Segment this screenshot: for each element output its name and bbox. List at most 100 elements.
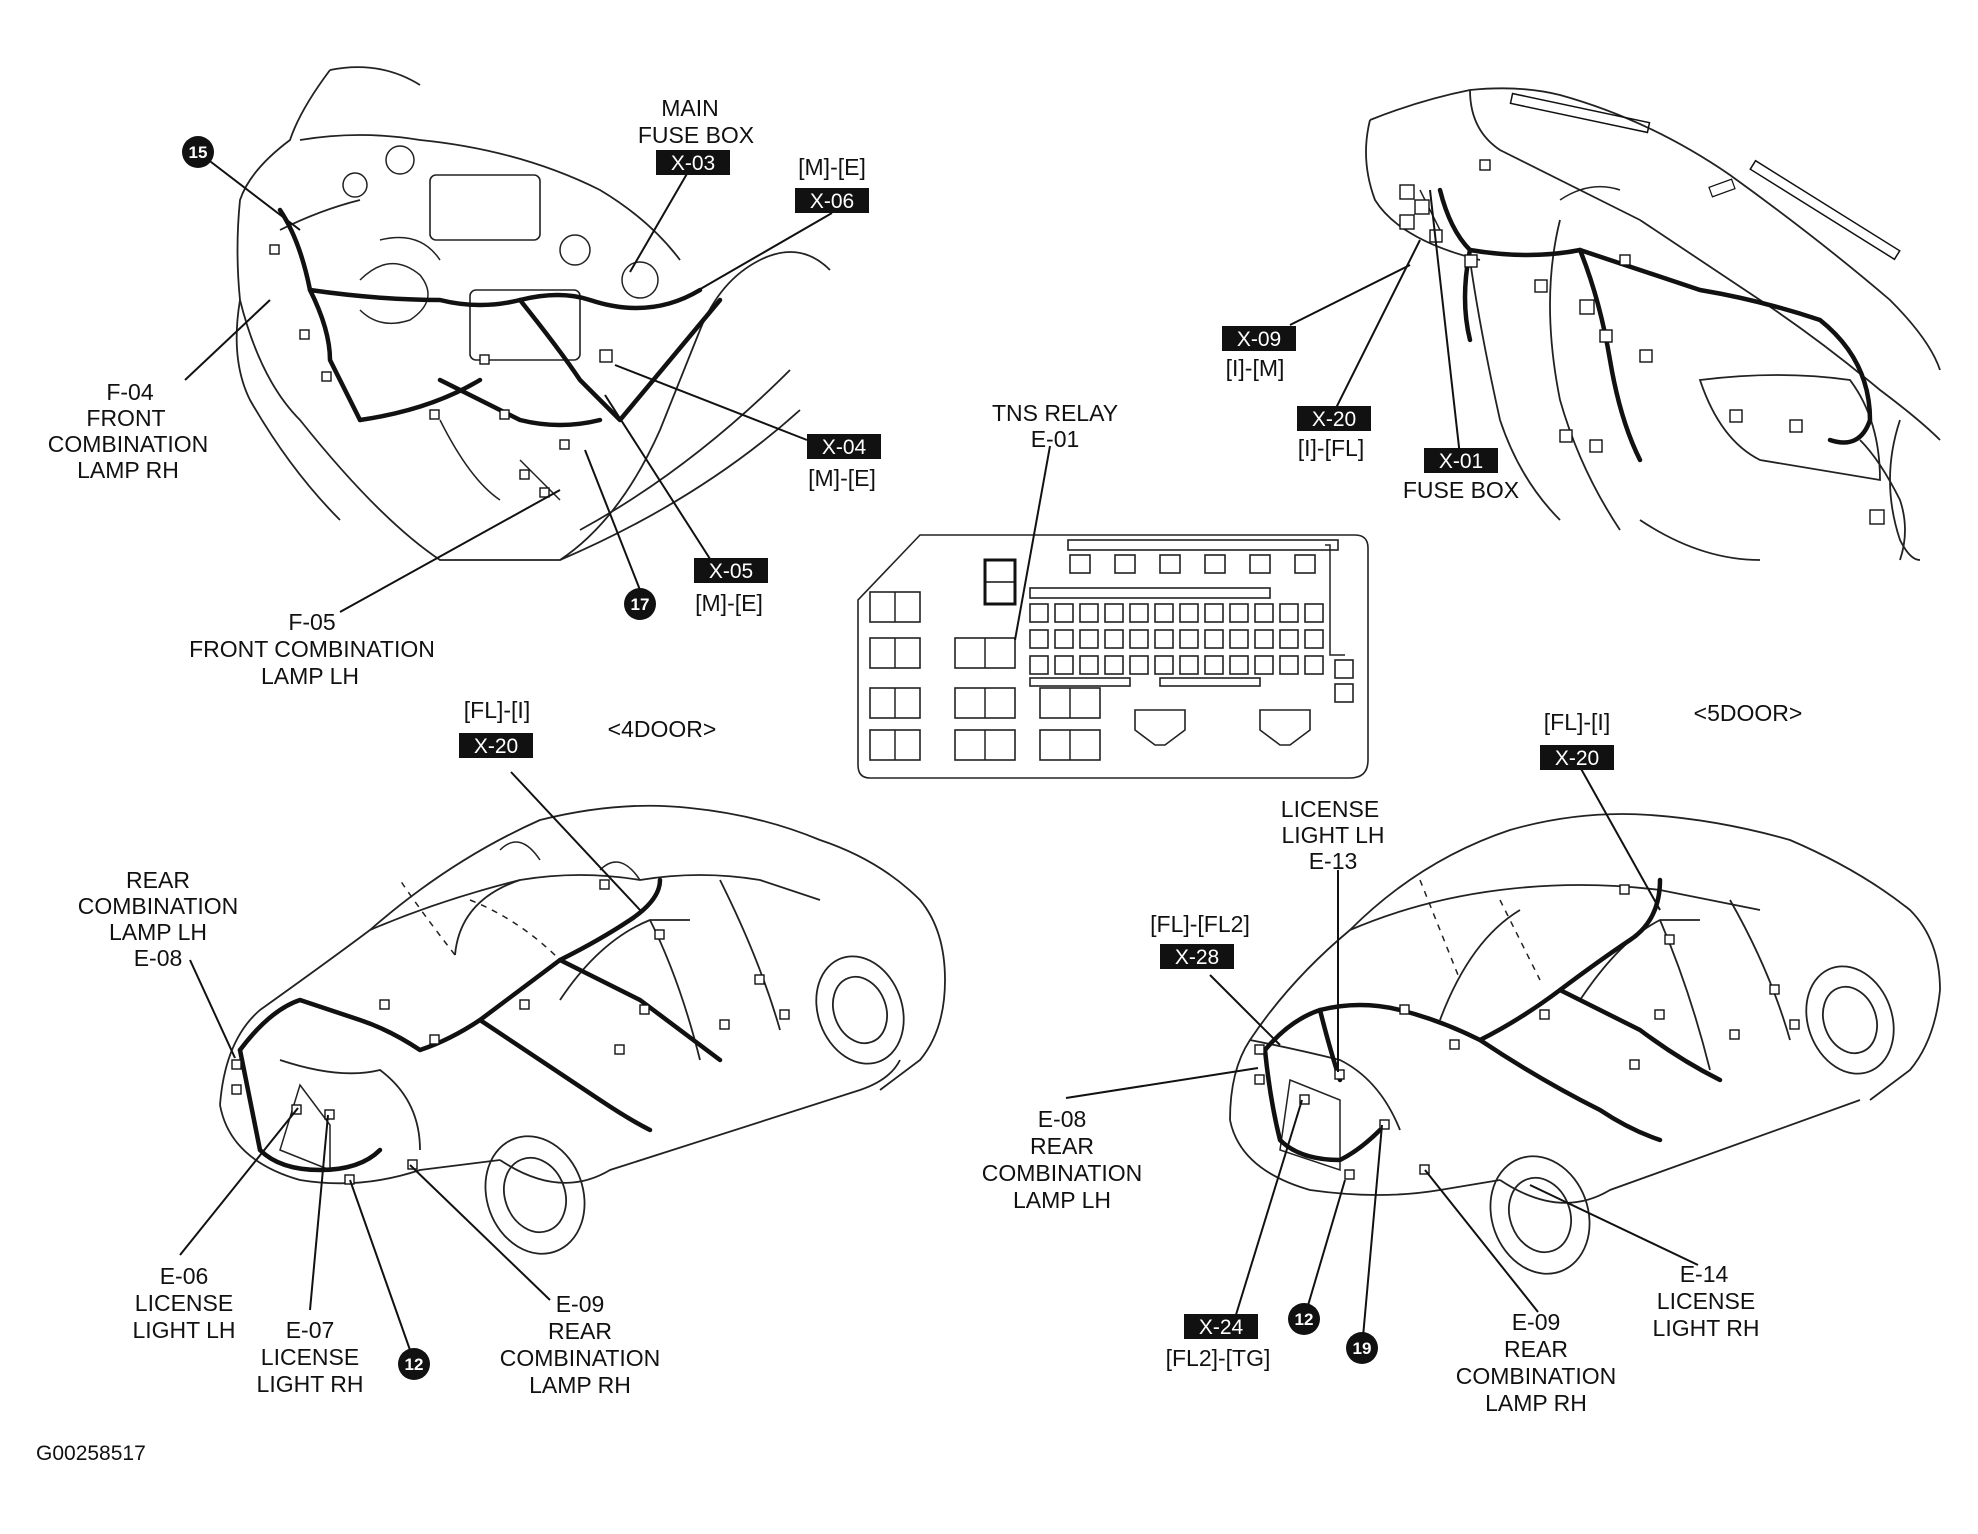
five-door-e08-line1: E-08 bbox=[1038, 1106, 1087, 1132]
ground-17-label: 17 bbox=[631, 595, 650, 614]
five-door-e08-callout: E-08 REAR COMBINATION LAMP LH bbox=[982, 1106, 1143, 1213]
f05-callout: F-05 FRONT COMBINATION LAMP LH bbox=[189, 609, 435, 689]
five-door-ground-19: 19 bbox=[1346, 1332, 1378, 1364]
four-door-e07-line1: E-07 bbox=[286, 1317, 335, 1343]
x01-name: FUSE BOX bbox=[1403, 477, 1519, 503]
main-fuse-box-callout: MAIN FUSE BOX X-03 bbox=[638, 95, 754, 175]
f05-line3: LAMP LH bbox=[261, 663, 359, 689]
ground-point-15: 15 bbox=[182, 136, 214, 168]
tns-relay-callout: TNS RELAY E-01 bbox=[992, 400, 1118, 452]
four-door-e07-line2: LICENSE bbox=[261, 1344, 359, 1370]
four-door-e09-line3: COMBINATION bbox=[500, 1345, 661, 1371]
figure-id: G00258517 bbox=[36, 1442, 146, 1465]
five-door-x24-callout: X-24 [FL2]-[TG] bbox=[1166, 1314, 1271, 1371]
four-door-e06-line2: LICENSE bbox=[135, 1290, 233, 1316]
five-door-x28-callout: [FL]-[FL2] X-28 bbox=[1150, 911, 1250, 969]
four-door-e09-line1: E-09 bbox=[556, 1291, 605, 1317]
five-door-e14-line2: LICENSE bbox=[1657, 1288, 1755, 1314]
five-door-x24-harness: [FL2]-[TG] bbox=[1166, 1345, 1271, 1371]
five-door-ground-19-label: 19 bbox=[1353, 1339, 1372, 1358]
dashboard-leaders bbox=[1289, 189, 1461, 457]
five-door-ground-12-label: 12 bbox=[1295, 1310, 1314, 1329]
four-door-e09-callout: E-09 REAR COMBINATION LAMP RH bbox=[500, 1291, 661, 1398]
four-door-e09-line2: REAR bbox=[548, 1318, 612, 1344]
four-door-ground-12-label: 12 bbox=[405, 1355, 424, 1374]
four-door-e07-callout: E-07 LICENSE LIGHT RH bbox=[257, 1317, 364, 1397]
f04-line4: LAMP RH bbox=[77, 457, 179, 483]
x04-callout: X-04 [M]-[E] bbox=[807, 434, 881, 491]
five-door-e08-line3: COMBINATION bbox=[982, 1160, 1143, 1186]
x06-callout: [M]-[E] X-06 bbox=[795, 154, 869, 213]
fuse-grid bbox=[1029, 544, 1354, 703]
four-door-e08-line3: LAMP LH bbox=[109, 919, 207, 945]
four-door-e08-line4: E-08 bbox=[134, 945, 183, 971]
five-door-e14-callout: E-14 LICENSE LIGHT RH bbox=[1653, 1261, 1760, 1341]
five-door-x20-callout: [FL]-[I] X-20 bbox=[1540, 709, 1614, 770]
dashboard-drawing bbox=[1365, 87, 1941, 561]
four-door-e08-line1: REAR bbox=[126, 867, 190, 893]
four-door-x20-tag: X-20 bbox=[474, 735, 518, 758]
x09-tag: X-09 bbox=[1237, 328, 1281, 351]
five-door-ground-12: 12 bbox=[1288, 1303, 1320, 1335]
five-door-e09-line4: LAMP RH bbox=[1485, 1390, 1587, 1416]
f05-line1: F-05 bbox=[288, 609, 335, 635]
main-fuse-box-line2: FUSE BOX bbox=[638, 122, 754, 148]
four-door-e06-callout: E-06 LICENSE LIGHT LH bbox=[132, 1263, 235, 1343]
five-door-e09-line2: REAR bbox=[1504, 1336, 1568, 1362]
f04-line2: FRONT bbox=[86, 405, 165, 431]
four-door-e09-line4: LAMP RH bbox=[529, 1372, 631, 1398]
main-fuse-box-line1: MAIN bbox=[661, 95, 719, 121]
x06-harness: [M]-[E] bbox=[798, 154, 866, 180]
five-door-x28-harness: [FL]-[FL2] bbox=[1150, 911, 1250, 937]
five-door-e09-line1: E-09 bbox=[1512, 1309, 1561, 1335]
five-door-x28-tag: X-28 bbox=[1175, 946, 1219, 969]
x09-harness: [I]-[M] bbox=[1226, 355, 1285, 381]
five-door-e13-line2: LIGHT LH bbox=[1281, 822, 1384, 848]
f05-line2: FRONT COMBINATION bbox=[189, 636, 435, 662]
x04-tag: X-04 bbox=[822, 436, 867, 459]
five-door-leaders bbox=[1065, 757, 1699, 1349]
four-door-x20-callout: [FL]-[I] X-20 bbox=[459, 697, 533, 758]
five-door-e13-line3: E-13 bbox=[1309, 848, 1358, 874]
x20-dash-harness: [I]-[FL] bbox=[1298, 435, 1364, 461]
x05-tag: X-05 bbox=[709, 560, 753, 583]
x01-tag: X-01 bbox=[1439, 450, 1483, 473]
five-door-e09-line3: COMBINATION bbox=[1456, 1363, 1617, 1389]
tns-relay-line2: E-01 bbox=[1031, 426, 1080, 452]
ground-15-label: 15 bbox=[189, 143, 208, 162]
four-door-label: <4DOOR> bbox=[608, 716, 717, 742]
four-door-ground-12: 12 bbox=[398, 1348, 430, 1380]
x03-tag: X-03 bbox=[671, 152, 715, 175]
four-door-e08-callout: REAR COMBINATION LAMP LH E-08 bbox=[78, 867, 239, 971]
engine-bay-leaders bbox=[184, 151, 833, 613]
five-door-e13-callout: LICENSE LIGHT LH E-13 bbox=[1281, 796, 1385, 874]
four-door-e06-line1: E-06 bbox=[160, 1263, 209, 1289]
five-door-car-drawing bbox=[1229, 813, 1941, 1275]
x01-callout: X-01 FUSE BOX bbox=[1403, 448, 1519, 503]
f04-callout: F-04 FRONT COMBINATION LAMP RH bbox=[48, 379, 209, 483]
five-door-e08-line4: LAMP LH bbox=[1013, 1187, 1111, 1213]
four-door-leaders bbox=[179, 771, 641, 1351]
five-door-e13-line1: LICENSE bbox=[1281, 796, 1379, 822]
engine-bay-drawing bbox=[235, 66, 831, 561]
five-door-e14-line3: LIGHT RH bbox=[1653, 1315, 1760, 1341]
f04-line3: COMBINATION bbox=[48, 431, 209, 457]
four-door-x20-harness: [FL]-[I] bbox=[464, 697, 530, 723]
x20-dash-callout: X-20 [I]-[FL] bbox=[1297, 406, 1371, 461]
four-door-e06-line3: LIGHT LH bbox=[132, 1317, 235, 1343]
f04-line1: F-04 bbox=[106, 379, 154, 405]
four-door-e08-line2: COMBINATION bbox=[78, 893, 239, 919]
five-door-e09-callout: E-09 REAR COMBINATION LAMP RH bbox=[1456, 1309, 1617, 1416]
x20-dash-tag: X-20 bbox=[1312, 408, 1356, 431]
four-door-e07-line3: LIGHT RH bbox=[257, 1371, 364, 1397]
x09-callout: X-09 [I]-[M] bbox=[1222, 326, 1296, 381]
x04-harness: [M]-[E] bbox=[808, 465, 876, 491]
five-door-label: <5DOOR> bbox=[1694, 700, 1803, 726]
five-door-e08-line2: REAR bbox=[1030, 1133, 1094, 1159]
five-door-e14-line1: E-14 bbox=[1680, 1261, 1729, 1287]
five-door-x20-tag: X-20 bbox=[1555, 747, 1599, 770]
x05-callout: X-05 [M]-[E] bbox=[694, 558, 768, 616]
x05-harness: [M]-[E] bbox=[695, 590, 763, 616]
fuse-box-drawing bbox=[857, 534, 1369, 779]
